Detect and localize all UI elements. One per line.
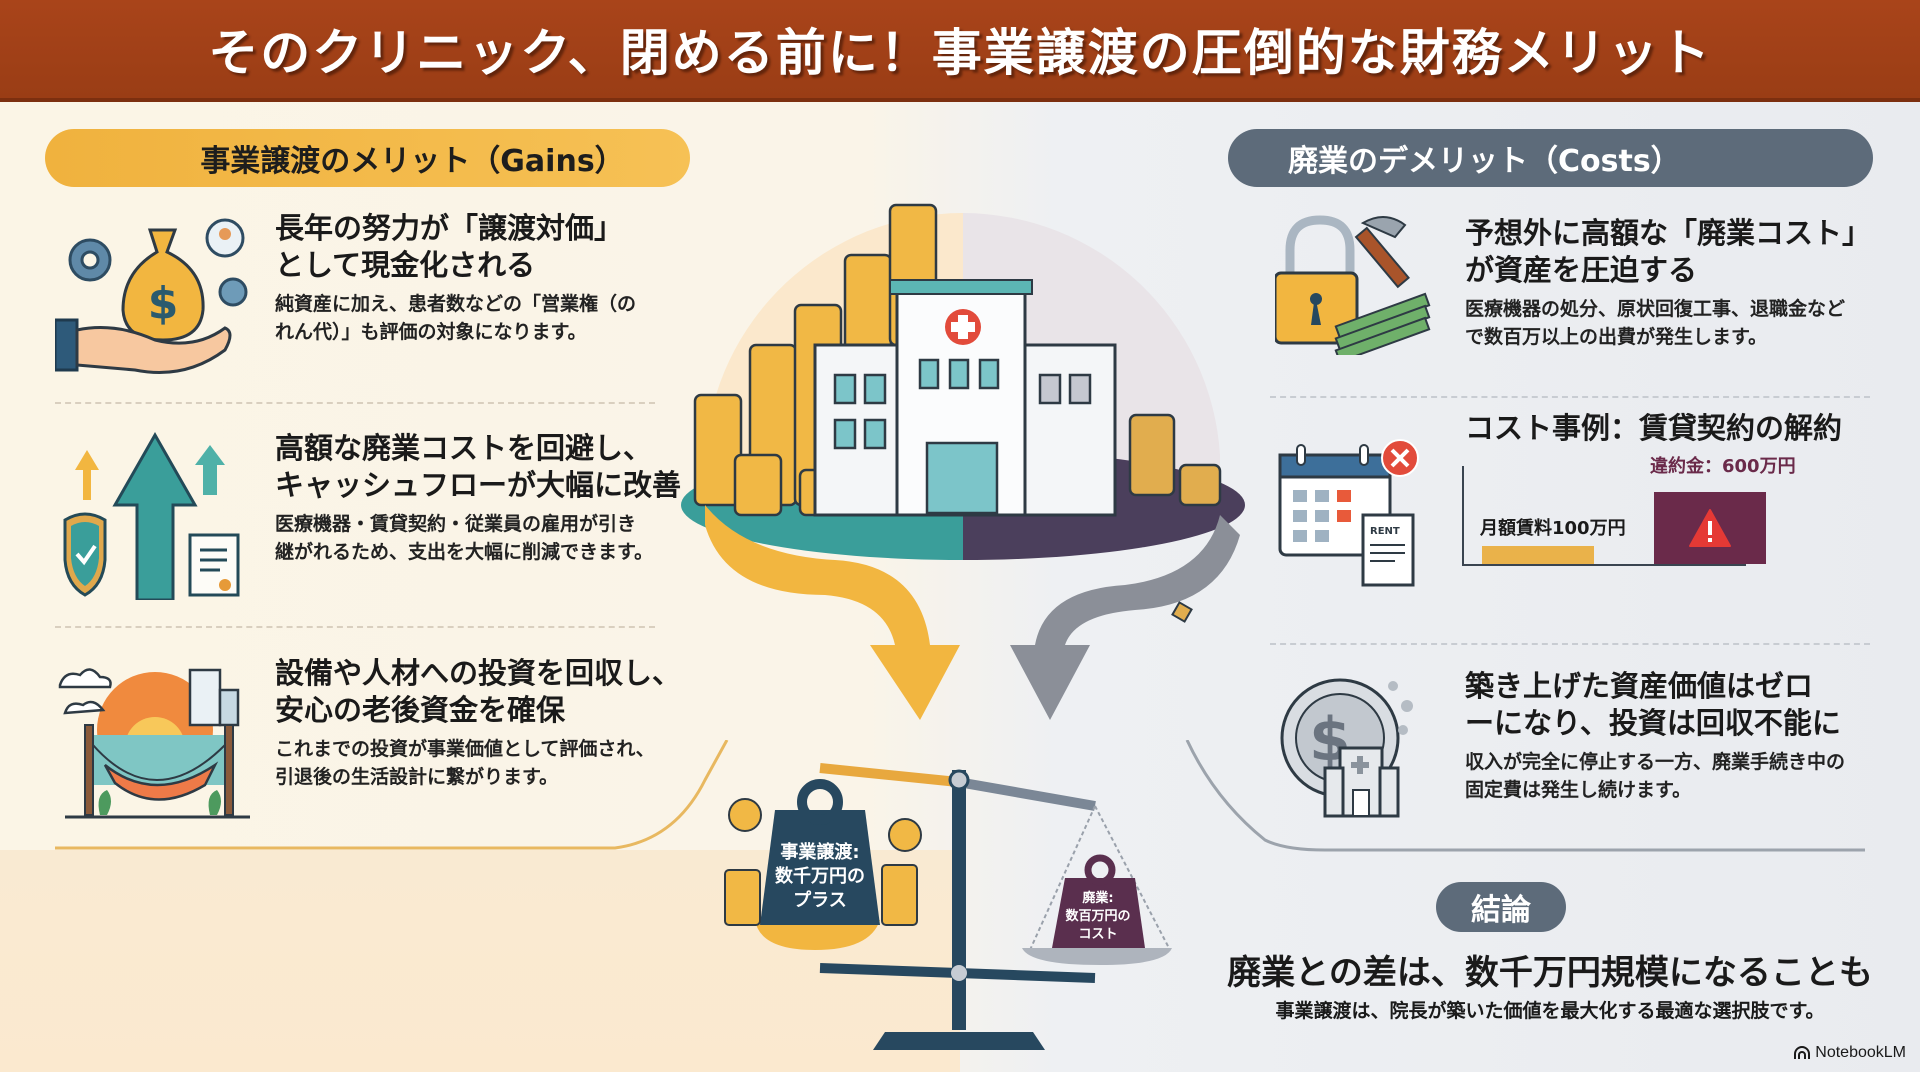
lease-cost-bar-chart: 月額賃料100万円 違約金：600万円 [1460, 456, 1820, 570]
divider [55, 402, 655, 404]
gains-item-2-title: 高額な廃業コストを回避し、 キャッシュフローが大幅に改善 [275, 431, 682, 502]
svg-text:数千万円の: 数千万円の [775, 865, 865, 887]
notebooklm-watermark: NotebookLM [1794, 1044, 1906, 1062]
conclusion-subtext: 事業譲渡は、院長が築いた価値を最大化する最適な選択肢です。 [1275, 1000, 1825, 1022]
gains-item-3-title: 設備や人材への投資を回収し、 安心の老後資金を確保 [275, 656, 682, 727]
costs-item-1-body: 医療機器の処分、原状回復工事、退職金など で数百万以上の出費が発生します。 [1465, 298, 1846, 348]
costs-heading: 廃業のデメリット（Costs） [1228, 129, 1873, 187]
broken-lock-hammer-cash-icon [1273, 215, 1445, 385]
balance-scale-illustration: 事業譲渡: 数千万円の プラス 廃業: 数百万円の コスト [724, 763, 1172, 1050]
divider [1270, 643, 1870, 645]
costs-item-1-title: 予想外に高額な「廃業コスト」 が資産を圧迫する [1465, 216, 1872, 287]
cost-example-title: コスト事例：賃貸契約の解約 [1465, 411, 1843, 445]
conclusion-badge: 結論 [1436, 882, 1566, 932]
gains-heading: 事業譲渡のメリット（Gains） [45, 129, 690, 187]
gains-heading-label: 事業譲渡のメリット（Gains） [200, 144, 625, 179]
calendar-cancel-rent-icon: RENT [1275, 410, 1445, 587]
gold-divider-curve [55, 740, 729, 850]
bar-label-penalty: 違約金：600万円 [1650, 456, 1796, 477]
chart-y-axis [1462, 466, 1464, 566]
bar-penalty [1654, 492, 1766, 564]
bar-monthly-rent [1482, 546, 1594, 564]
gains-item-1: $ 長年の努力が「譲渡対価」 として現金化される 純資産に加え、患者数などの「営… [53, 210, 637, 380]
gains-item-1-title: 長年の努力が「譲渡対価」 として現金化される [275, 211, 624, 282]
gray-divider-curve [1185, 740, 1865, 852]
divider [55, 626, 655, 628]
warning-icon [1689, 509, 1731, 547]
gains-item-3-body: これまでの投資が事業価値として評価され、 引退後の生活設計に繋がります。 [275, 738, 655, 788]
conclusion-headline: 廃業との差は、数千万円規模になることも [1227, 953, 1873, 993]
svg-text:RENT: RENT [1370, 526, 1400, 537]
clinic-split-illustration [681, 203, 1245, 720]
costs-heading-label: 廃業のデメリット（Costs） [1288, 144, 1681, 179]
bar-label-monthly-rent: 月額賃料100万円 [1480, 518, 1626, 539]
divider [1270, 396, 1870, 398]
costs-item-3-title: 築き上げた資産価値はゼロ ーになり、投資は回収不能に [1465, 669, 1841, 740]
gains-item-2: 高額な廃業コストを回避し、 キャッシュフローが大幅に改善 医療機器・賃貸契約・従… [55, 430, 682, 602]
gains-item-2-body: 医療機器・賃貸契約・従業員の雇用が引き 継がれるため、支出を大幅に削減できます。 [275, 513, 654, 563]
costs-item-3: $ 築き上げた資産価値はゼロ ーになり、投資は回収不能に 収入が完全に停止する一… [1275, 668, 1845, 838]
title-banner: そのクリニック、閉める前に！事業譲渡の圧倒的な財務メリット [0, 0, 1920, 102]
svg-text:$: $ [148, 278, 179, 329]
svg-text:事業譲渡:: 事業譲渡: [780, 841, 859, 863]
chart-x-axis [1462, 564, 1746, 566]
costs-item-1: 予想外に高額な「廃業コスト」 が資産を圧迫する 医療機器の処分、原状回復工事、退… [1273, 215, 1872, 385]
growth-arrows-shield-icon [55, 430, 255, 602]
svg-text:廃業:: 廃業: [1081, 890, 1113, 906]
money-bag-hand-icon: $ [53, 210, 255, 380]
gains-item-1-body: 純資産に加え、患者数などの「営業権（の れん代）」も評価の対象になります。 [275, 293, 637, 343]
page-title: そのクリニック、閉める前に！事業譲渡の圧倒的な財務メリット [208, 24, 1712, 82]
notebooklm-logo-icon [1794, 1046, 1811, 1059]
svg-text:数百万円の: 数百万円の [1065, 908, 1130, 924]
crumbling-coin-clinic-icon: $ [1275, 668, 1445, 838]
svg-text:プラス: プラス [793, 889, 847, 911]
svg-text:コスト: コスト [1078, 927, 1117, 942]
hammock-sunset-icon [55, 655, 255, 825]
costs-item-2: RENT コスト事例：賃貸契約の解約 [1275, 410, 1843, 587]
costs-item-3-body: 収入が完全に停止する一方、廃業手続き中の 固定費は発生し続けます。 [1465, 751, 1846, 801]
gains-item-3: 設備や人材への投資を回収し、 安心の老後資金を確保 これまでの投資が事業価値とし… [55, 655, 681, 825]
